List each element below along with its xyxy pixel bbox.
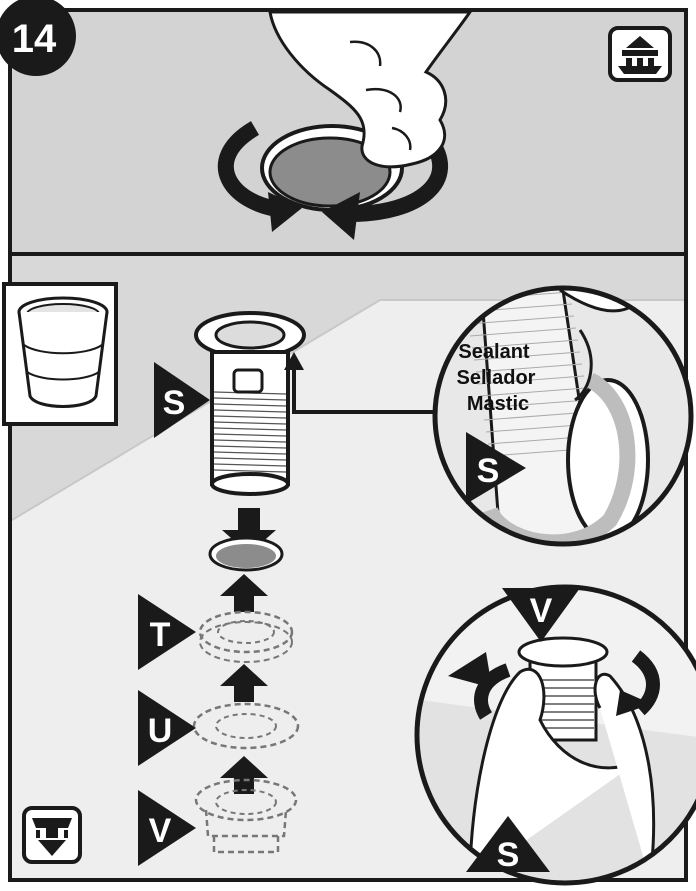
above-sink-view-icon: [610, 28, 670, 80]
top-panel: 14: [0, 0, 686, 254]
svg-text:S: S: [497, 836, 520, 874]
svg-text:V: V: [530, 592, 553, 630]
svg-text:U: U: [148, 712, 173, 750]
sink-hole: [210, 538, 282, 570]
svg-text:Mastic: Mastic: [467, 393, 529, 415]
below-sink-view-icon: [24, 808, 80, 862]
svg-text:T: T: [150, 616, 171, 654]
svg-text:S: S: [477, 452, 500, 490]
svg-text:V: V: [149, 812, 172, 850]
step-number: 14: [12, 17, 57, 61]
svg-text:S: S: [163, 384, 186, 422]
sealant-cup-icon: [4, 284, 116, 424]
svg-text:Sealant: Sealant: [458, 341, 529, 363]
sealant-label: Sealant Sellador Mastic: [457, 341, 536, 415]
svg-text:Sellador: Sellador: [457, 367, 536, 389]
drain-body-s: [196, 313, 304, 494]
